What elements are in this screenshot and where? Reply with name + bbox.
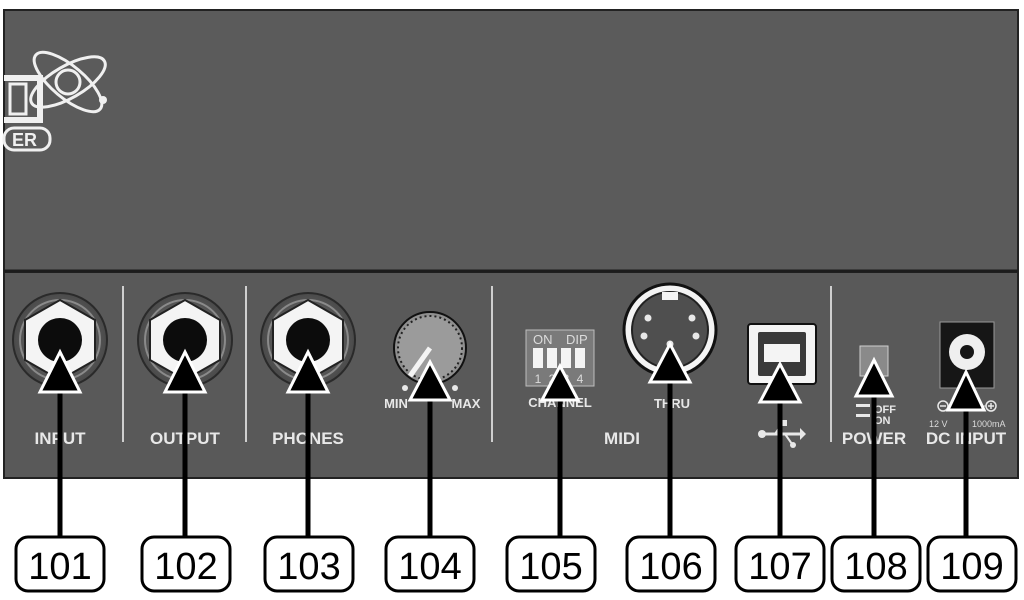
midi-thru-port[interactable] [622, 282, 718, 378]
power-off-label: OFF [874, 404, 896, 416]
callout-number-101: 101 [28, 546, 91, 588]
dc-voltage-spec: 12 V [929, 419, 948, 429]
callout-box-101 [14, 535, 106, 593]
callout-number-103: 103 [277, 546, 340, 588]
callout-boxes: 101 102 103 104 105 106 107 108 109 [14, 535, 1018, 593]
callout-box-108 [830, 535, 922, 593]
logo-text: ER [12, 130, 37, 150]
callout-box-109 [926, 535, 1018, 593]
dc-current-spec: 1000mA [972, 419, 1006, 429]
callout-box-105 [505, 535, 597, 593]
callout-arrow-104 [407, 358, 453, 536]
callout-box-102 [140, 535, 232, 593]
callout-box-107 [734, 535, 826, 593]
callout-number-105: 105 [519, 546, 582, 588]
callout-number-108: 108 [844, 546, 907, 588]
callout-arrow-101 [37, 348, 83, 536]
midi-section-label: MIDI [604, 429, 640, 448]
dip-number-1: 1 [535, 372, 542, 386]
callout-arrow-103 [285, 348, 331, 536]
callout-number-104: 104 [398, 546, 461, 588]
callout-number-106: 106 [639, 546, 702, 588]
input-jack[interactable] [12, 292, 108, 388]
callout-number-107: 107 [748, 546, 811, 588]
callout-arrows [37, 340, 987, 536]
callout-arrow-106 [647, 340, 693, 536]
callout-number-102: 102 [154, 546, 217, 588]
callout-box-103 [263, 535, 355, 593]
callout-arrow-109 [945, 368, 987, 536]
callout-arrow-107 [757, 360, 803, 536]
callout-box-104 [384, 535, 476, 593]
knob-min-label: MIN [384, 396, 408, 411]
callout-arrow-105 [539, 362, 581, 536]
callout-box-106 [625, 535, 717, 593]
callout-arrow-108 [853, 356, 895, 536]
dip-dip-label: DIP [566, 332, 588, 347]
power-on-label: ON [874, 415, 891, 427]
dip-on-label: ON [533, 332, 553, 347]
dip-number-4: 4 [577, 372, 584, 386]
panel-top [3, 9, 1019, 273]
knob-max-label: MAX [452, 396, 481, 411]
callout-number-109: 109 [940, 546, 1003, 588]
brand-logo: ER [2, 50, 107, 152]
usb-port[interactable] [747, 323, 817, 385]
power-switch-indicator [856, 404, 870, 417]
callout-arrow-102 [162, 348, 208, 536]
volume-knob[interactable] [393, 311, 467, 391]
